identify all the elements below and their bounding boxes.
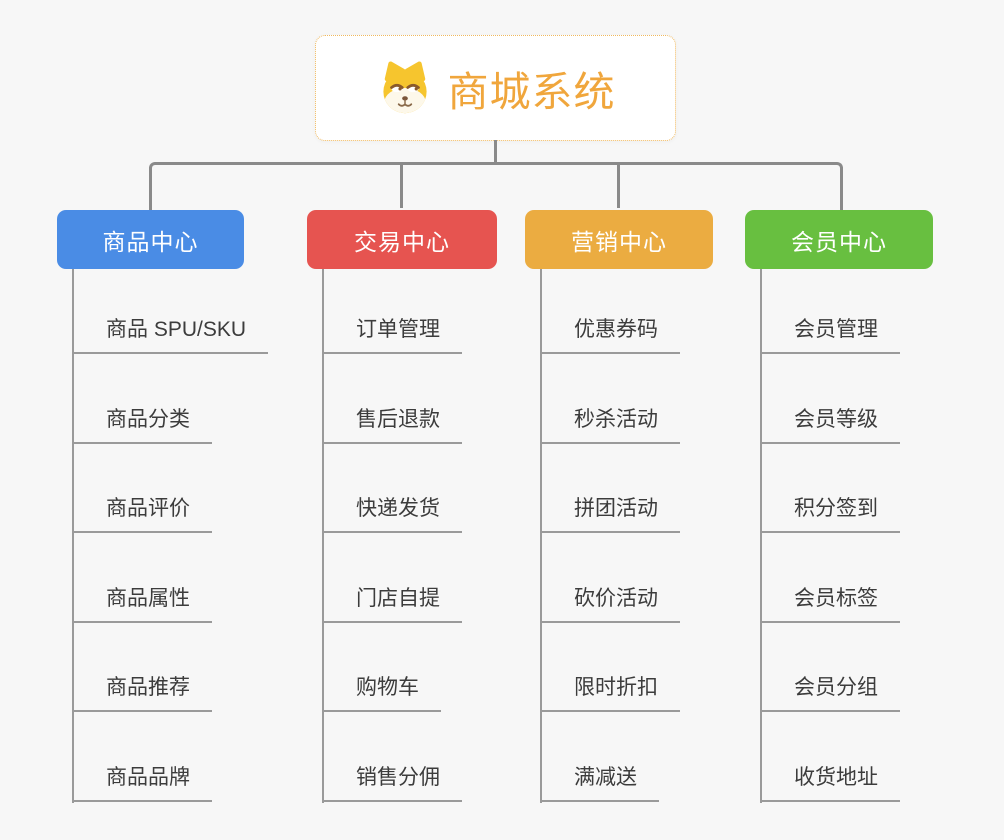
leaf-node[interactable]: 商品 SPU/SKU [74, 316, 269, 354]
leaf-column-member-center: 会员管理 会员等级 积分签到 会员标签 会员分组 收货地址 [760, 269, 992, 803]
branch-label: 商品中心 [102, 228, 199, 255]
root-title: 商城系统 [447, 69, 616, 115]
branch-node-member-center[interactable]: 会员中心 [745, 210, 933, 269]
leaf-node[interactable]: 秒杀活动 [542, 406, 680, 444]
leaf-node[interactable]: 会员分组 [762, 674, 900, 712]
leaf-node[interactable]: 购物车 [324, 674, 441, 712]
leaf-node[interactable]: 销售分佣 [324, 764, 462, 802]
connector-root-drop [494, 140, 497, 164]
leaf-node[interactable]: 商品分类 [74, 406, 212, 444]
root-node-mall-system[interactable]: 商城系统 [315, 35, 676, 141]
branch-label: 会员中心 [791, 228, 887, 255]
branch-label: 交易中心 [354, 228, 450, 255]
connector-drop-branch-2 [400, 162, 403, 208]
leaf-node[interactable]: 收货地址 [762, 764, 900, 802]
branch-node-product-center[interactable]: 商品中心 [57, 210, 244, 269]
leaf-column-trade-center: 订单管理 售后退款 快递发货 门店自提 购物车 销售分佣 [322, 269, 554, 803]
leaf-node[interactable]: 限时折扣 [542, 674, 680, 712]
connector-bus [149, 162, 843, 211]
dog-face-icon [382, 61, 427, 114]
leaf-node[interactable]: 拼团活动 [542, 495, 680, 533]
leaf-node[interactable]: 门店自提 [324, 585, 462, 623]
leaf-node[interactable]: 会员等级 [762, 406, 900, 444]
leaf-node[interactable]: 商品属性 [74, 585, 212, 623]
leaf-node[interactable]: 会员标签 [762, 585, 900, 623]
leaf-node[interactable]: 满减送 [542, 764, 659, 802]
leaf-node[interactable]: 砍价活动 [542, 585, 680, 623]
leaf-node[interactable]: 快递发货 [324, 495, 462, 533]
leaf-node[interactable]: 商品推荐 [74, 674, 212, 712]
leaf-node[interactable]: 积分签到 [762, 495, 900, 533]
leaf-column-marketing-center: 优惠券码 秒杀活动 拼团活动 砍价活动 限时折扣 满减送 [540, 269, 772, 803]
leaf-node[interactable]: 订单管理 [324, 316, 462, 354]
branch-node-marketing-center[interactable]: 营销中心 [525, 210, 713, 269]
leaf-node[interactable]: 商品评价 [74, 495, 212, 533]
connector-drop-branch-3 [617, 162, 620, 208]
leaf-node[interactable]: 商品品牌 [74, 764, 212, 802]
leaf-node[interactable]: 会员管理 [762, 316, 900, 354]
branch-node-trade-center[interactable]: 交易中心 [307, 210, 497, 269]
leaf-node[interactable]: 优惠券码 [542, 316, 680, 354]
leaf-node[interactable]: 售后退款 [324, 406, 462, 444]
branch-label: 营销中心 [571, 228, 667, 255]
leaf-column-product-center: 商品 SPU/SKU 商品分类 商品评价 商品属性 商品推荐 商品品牌 [72, 269, 304, 803]
